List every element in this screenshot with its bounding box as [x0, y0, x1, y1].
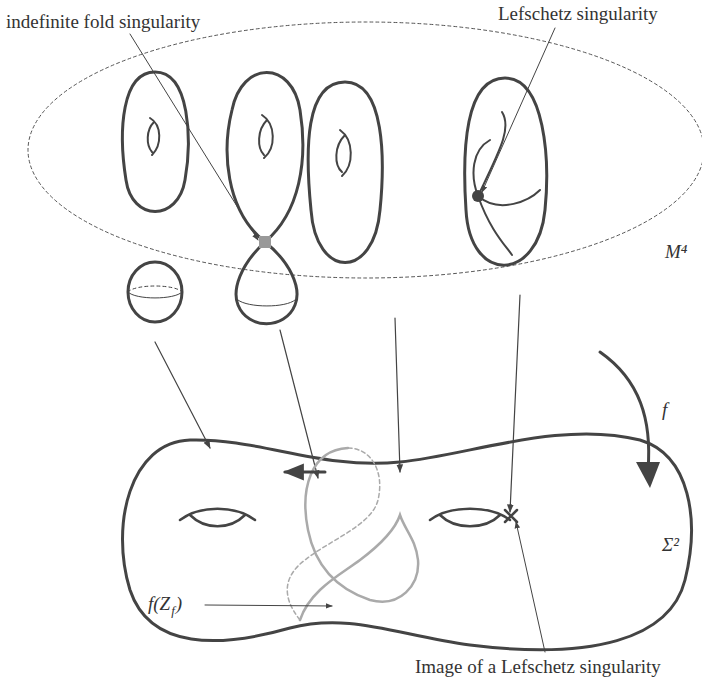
fold-image-label: )	[176, 594, 182, 615]
lefschetz-image-label: Image of a Lefschetz singularity	[415, 657, 661, 678]
singularity-label: Lefschetz singularity	[498, 4, 658, 25]
m4-region	[28, 22, 702, 278]
fold-image-subscript: f	[171, 604, 175, 618]
map-label: f	[662, 400, 667, 421]
fold-image-label: f(Z	[148, 594, 170, 615]
singularity-label: indefinite fold singularity	[6, 12, 200, 33]
surface-label: Σ²	[662, 535, 679, 556]
manifold-label: M⁴	[665, 242, 687, 263]
